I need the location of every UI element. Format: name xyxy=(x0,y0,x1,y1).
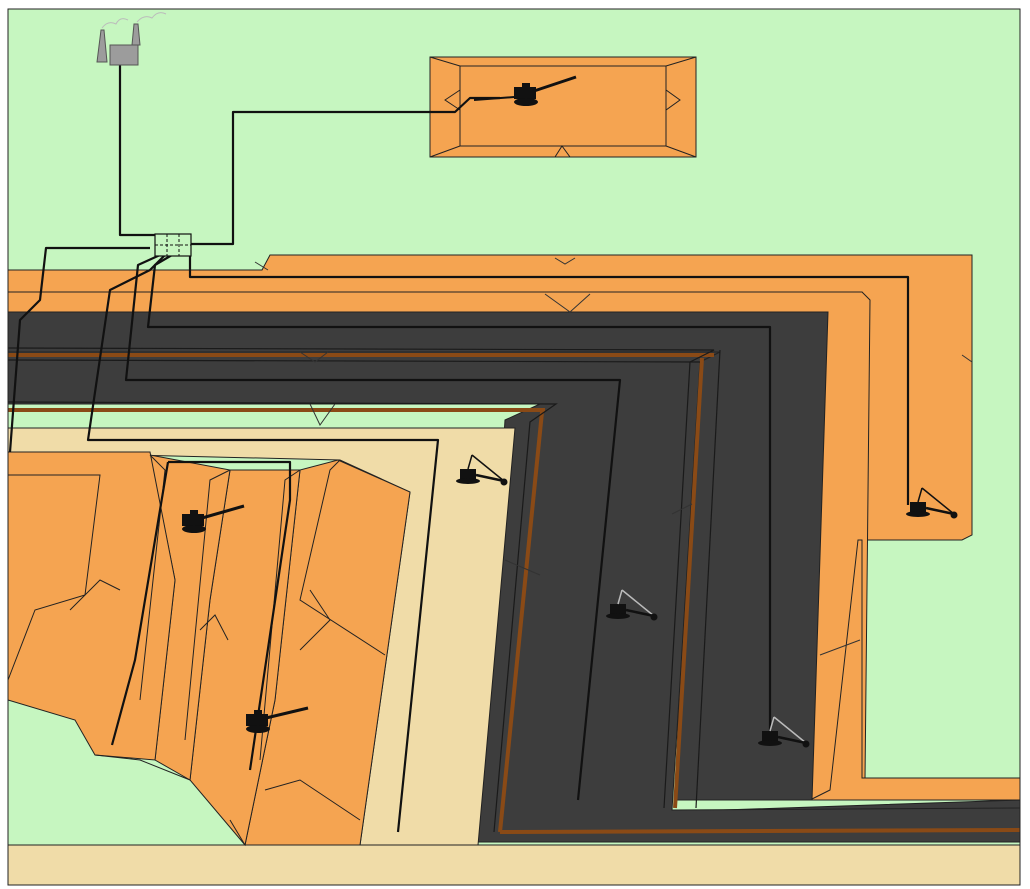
cable-satellite xyxy=(190,96,500,246)
frame xyxy=(7,8,1021,886)
dragline-icon xyxy=(606,589,658,621)
factory-icon xyxy=(96,12,167,66)
bottom-sand-strip xyxy=(7,844,1021,886)
cable-dark-mid xyxy=(124,253,622,801)
cable-dark-left xyxy=(8,246,150,453)
satellite-pit-floor xyxy=(459,65,667,147)
cable-bench-left xyxy=(110,461,170,746)
bench-details xyxy=(69,454,386,846)
dragline-icon xyxy=(456,454,508,486)
shovel-icon xyxy=(246,706,309,733)
dragline-icon xyxy=(906,487,958,519)
upper-benches xyxy=(7,254,1021,801)
excavation-benches xyxy=(7,451,411,847)
cable-right xyxy=(188,255,910,505)
slope-markers xyxy=(254,257,973,656)
shovel-icon xyxy=(473,75,577,106)
power-cables xyxy=(8,62,910,833)
seam-edges xyxy=(7,347,721,833)
parting-lines xyxy=(8,353,1021,834)
satellite-pit xyxy=(429,56,697,158)
cable-bench-mid xyxy=(168,460,292,771)
substation xyxy=(154,233,192,257)
cable-sand xyxy=(86,254,440,833)
right-lower-bench xyxy=(809,539,1021,801)
dragline-icon xyxy=(758,716,810,748)
shovel-icon xyxy=(182,504,245,533)
cable-dark-right xyxy=(146,254,772,740)
cable-plant xyxy=(118,62,160,237)
